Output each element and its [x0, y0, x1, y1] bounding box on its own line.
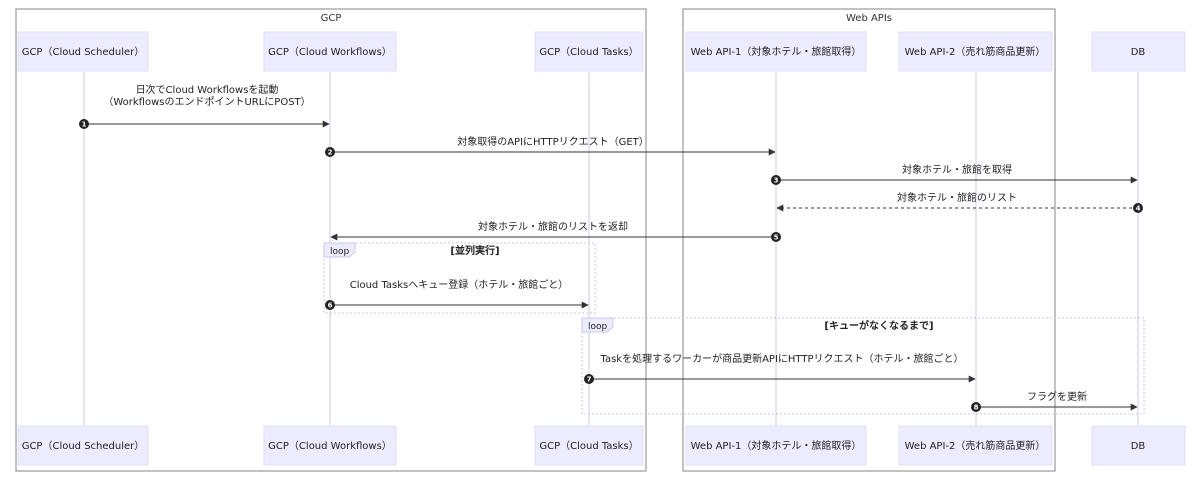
step-badge: [79, 119, 89, 129]
step-number: 2: [328, 149, 333, 157]
actor-api2-top[interactable]: Web API-2（売れ筋商品更新）: [898, 31, 1053, 72]
message-text: （WorkflowsのエンドポイントURLにPOST）: [103, 96, 310, 108]
actor-label: Web API-1（対象ホテル・旅館取得）: [691, 439, 862, 452]
gcp-group-label: GCP: [321, 13, 342, 24]
step-number: 7: [587, 376, 592, 384]
loop-label: loop: [330, 247, 350, 257]
actor-label: Web API-2（売れ筋商品更新）: [905, 439, 1046, 452]
message-text: Taskを処理するワーカーが商品更新APIにHTTPリクエスト（ホテル・旅館ごと…: [600, 352, 964, 365]
message-text: Cloud Tasksへキュー登録（ホテル・旅館ごと）: [350, 278, 569, 291]
step-badge: [325, 300, 335, 310]
step-number: 4: [1136, 205, 1141, 213]
actor-api1-top[interactable]: Web API-1（対象ホテル・旅館取得）: [685, 31, 867, 72]
message-3: 対象ホテル・旅館を取得 3: [771, 163, 1138, 185]
loop-tab: [323, 242, 356, 258]
message-7: Taskを処理するワーカーが商品更新APIにHTTPリクエスト（ホテル・旅館ごと…: [584, 352, 976, 384]
actor-label: GCP（Cloud Workflows）: [268, 46, 392, 58]
actor-scheduler-top[interactable]: GCP（Cloud Scheduler）: [17, 31, 149, 72]
actor-label: GCP（Cloud Scheduler）: [22, 46, 145, 58]
step-number: 1: [82, 121, 87, 129]
actor-tasks-bottom[interactable]: GCP（Cloud Tasks）: [534, 425, 644, 466]
actor-db-top[interactable]: DB: [1091, 31, 1186, 72]
loop-condition: [キューがなくなるまで]: [824, 319, 933, 332]
webapis-group-box: [682, 8, 1056, 472]
loop-label: loop: [588, 322, 608, 332]
message-2: 対象取得のAPIにHTTPリクエスト（GET） 2: [325, 135, 776, 157]
actor-label: DB: [1131, 47, 1146, 58]
actor-api2-bottom[interactable]: Web API-2（売れ筋商品更新）: [898, 425, 1053, 466]
step-number: 3: [774, 177, 779, 185]
message-text: 対象取得のAPIにHTTPリクエスト（GET）: [457, 135, 649, 148]
actor-scheduler-bottom[interactable]: GCP（Cloud Scheduler）: [17, 425, 149, 466]
message-1: 日次でCloud Workflowsを起動 （Workflowsのエンドポイント…: [79, 83, 330, 129]
step-badge: [971, 402, 981, 412]
loop-box: [323, 242, 596, 314]
message-text: 対象ホテル・旅館を取得: [902, 163, 1012, 176]
loop-box: [581, 317, 1145, 415]
actor-label: DB: [1131, 441, 1146, 452]
step-badge: [1133, 203, 1143, 213]
message-text: 対象ホテル・旅館のリスト: [897, 191, 1017, 204]
actor-api1-bottom[interactable]: Web API-1（対象ホテル・旅館取得）: [685, 425, 867, 466]
message-5: 対象ホテル・旅館のリストを返却 5: [330, 220, 781, 242]
step-number: 8: [974, 404, 979, 412]
actor-label: GCP（Cloud Tasks）: [539, 46, 638, 58]
step-number: 5: [774, 234, 779, 242]
actor-label: Web API-2（売れ筋商品更新）: [905, 45, 1046, 58]
step-badge: [325, 147, 335, 157]
webapis-group-label: Web APIs: [846, 13, 892, 24]
actor-label: Web API-1（対象ホテル・旅館取得）: [691, 45, 862, 58]
actor-label: GCP（Cloud Workflows）: [268, 440, 392, 452]
gcp-group-box: [15, 8, 647, 472]
actor-label: GCP（Cloud Tasks）: [539, 440, 638, 452]
actor-label: GCP（Cloud Scheduler）: [22, 440, 145, 452]
actor-tasks-top[interactable]: GCP（Cloud Tasks）: [534, 31, 644, 72]
loop-until-empty: loop [キューがなくなるまで]: [581, 317, 1145, 415]
step-badge: [771, 175, 781, 185]
message-text: 対象ホテル・旅館のリストを返却: [478, 220, 628, 233]
loop-parallel: loop [並列実行]: [323, 242, 596, 314]
message-8: フラグを更新 8: [971, 390, 1138, 412]
message-text: 日次でCloud Workflowsを起動: [136, 83, 279, 96]
message-4: 対象ホテル・旅館のリスト 4: [776, 191, 1143, 213]
actor-workflows-bottom[interactable]: GCP（Cloud Workflows）: [263, 425, 397, 466]
step-badge: [584, 374, 594, 384]
loop-tab: [581, 317, 614, 333]
message-text: フラグを更新: [1027, 390, 1087, 403]
actor-workflows-top[interactable]: GCP（Cloud Workflows）: [263, 31, 397, 72]
loop-condition: [並列実行]: [450, 244, 499, 257]
step-badge: [771, 232, 781, 242]
step-number: 6: [328, 302, 333, 310]
message-6: Cloud Tasksへキュー登録（ホテル・旅館ごと） 6: [325, 278, 589, 310]
actor-db-bottom[interactable]: DB: [1091, 425, 1186, 466]
